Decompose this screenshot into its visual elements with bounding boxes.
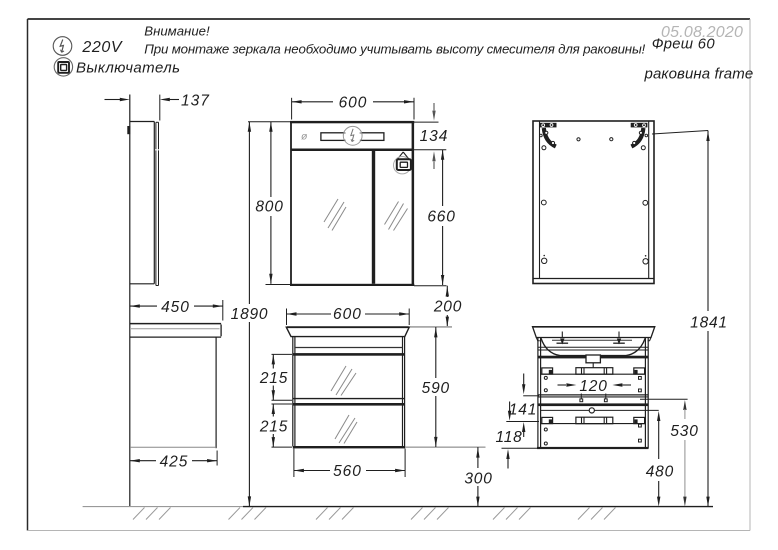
svg-text:300: 300 bbox=[464, 470, 492, 487]
svg-text:Внимание!: Внимание! bbox=[144, 24, 210, 39]
svg-text:530: 530 bbox=[670, 423, 698, 440]
svg-text:134: 134 bbox=[420, 128, 449, 145]
svg-text:раковина frame: раковина frame bbox=[644, 66, 754, 83]
svg-text:118: 118 bbox=[495, 429, 522, 446]
svg-text:450: 450 bbox=[161, 299, 190, 316]
svg-text:215: 215 bbox=[259, 370, 288, 387]
svg-text:220V: 220V bbox=[81, 39, 122, 56]
svg-text:120: 120 bbox=[579, 378, 607, 395]
svg-text:560: 560 bbox=[333, 463, 362, 480]
svg-text:590: 590 bbox=[422, 380, 450, 397]
svg-text:05.08.2020: 05.08.2020 bbox=[661, 24, 743, 41]
svg-text:141: 141 bbox=[509, 402, 537, 419]
svg-text:215: 215 bbox=[259, 418, 288, 435]
svg-text:Фреш 60: Фреш 60 bbox=[652, 37, 716, 53]
svg-text:425: 425 bbox=[160, 453, 189, 470]
svg-text:200: 200 bbox=[433, 299, 462, 316]
svg-text:600: 600 bbox=[333, 306, 362, 323]
svg-text:660: 660 bbox=[427, 209, 455, 226]
svg-text:800: 800 bbox=[255, 199, 283, 216]
svg-text:1841: 1841 bbox=[690, 314, 728, 331]
svg-text:1890: 1890 bbox=[231, 306, 269, 323]
svg-text:480: 480 bbox=[646, 464, 674, 481]
svg-text:Выключатель: Выключатель bbox=[76, 60, 180, 77]
svg-text:ø: ø bbox=[301, 130, 308, 142]
svg-text:При монтаже зеркала необходимо: При монтаже зеркала необходимо учитывать… bbox=[144, 41, 645, 56]
svg-text:600: 600 bbox=[339, 95, 368, 112]
svg-text:137: 137 bbox=[181, 92, 210, 109]
